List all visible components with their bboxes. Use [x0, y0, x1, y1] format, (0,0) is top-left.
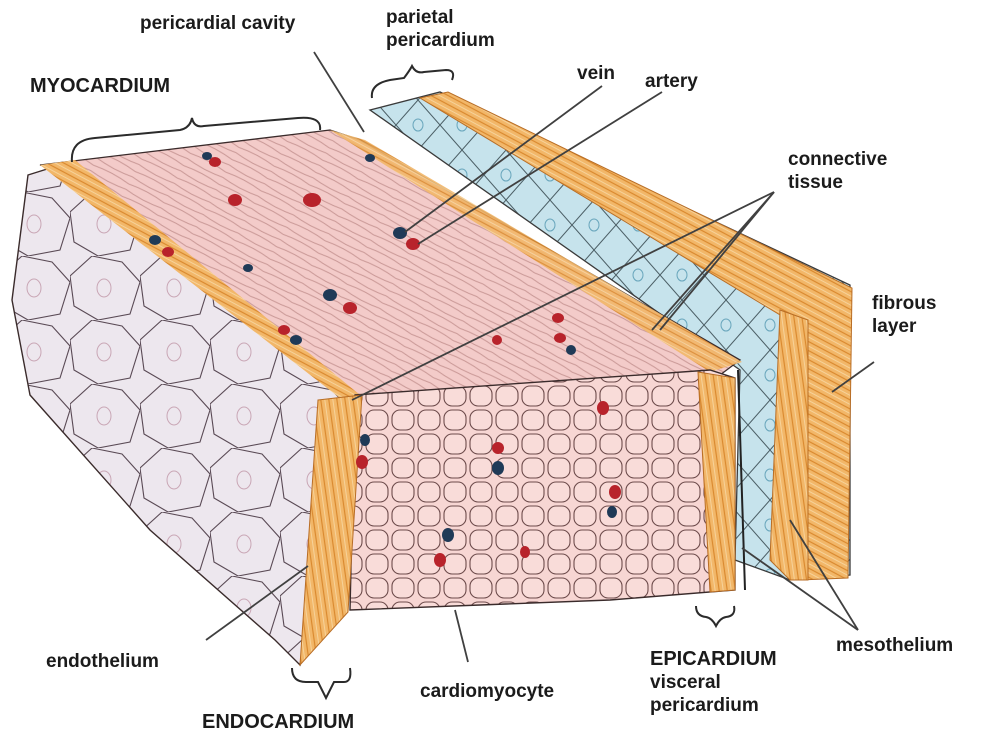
label-fibrous-layer-line1: fibrous [872, 292, 936, 315]
label-vein: vein [577, 62, 615, 85]
label-artery: artery [645, 70, 698, 93]
label-fibrous-layer: fibrous layer [872, 292, 936, 338]
label-endothelium: endothelium [46, 650, 159, 673]
label-parietal-pericardium: parietal pericardium [386, 6, 495, 52]
label-epicardium-line3: pericardium [650, 694, 777, 717]
label-parietal-pericardium-line2: pericardium [386, 29, 495, 52]
label-epicardium-line2: visceral [650, 671, 777, 694]
label-epicardium-line1: EPICARDIUM [650, 648, 777, 671]
label-mesothelium: mesothelium [836, 634, 953, 657]
label-pericardial-cavity: pericardial cavity [140, 12, 295, 35]
label-connective-tissue-line2: tissue [788, 171, 887, 194]
label-cardiomyocyte: cardiomyocyte [420, 680, 554, 703]
label-connective-tissue-line1: connective [788, 148, 887, 171]
label-myocardium: MYOCARDIUM [30, 74, 170, 98]
label-endocardium: ENDOCARDIUM [202, 710, 354, 734]
cardiomyocyte-cross-section [300, 370, 745, 665]
label-connective-tissue: connective tissue [788, 148, 887, 194]
label-fibrous-layer-line2: layer [872, 315, 936, 338]
label-parietal-pericardium-line1: parietal [386, 6, 495, 29]
label-epicardium: EPICARDIUM visceral pericardium [650, 648, 777, 717]
